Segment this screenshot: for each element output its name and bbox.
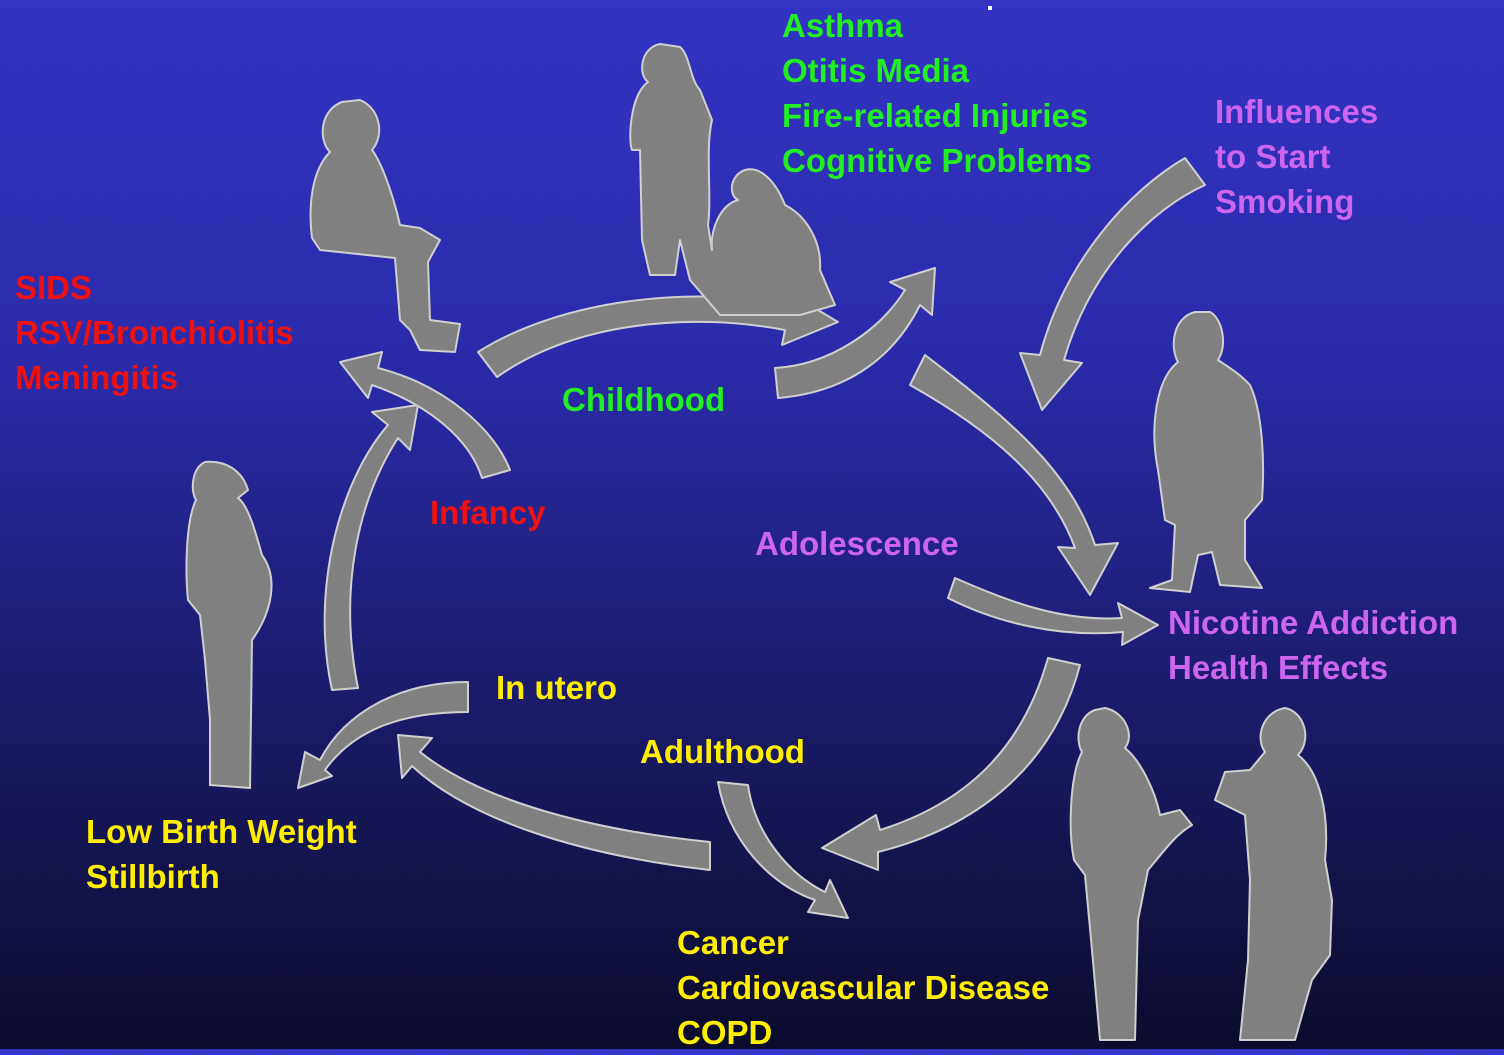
list-item: Fire-related Injuries xyxy=(782,93,1092,138)
list-item: Otitis Media xyxy=(782,48,1092,93)
list-item: Low Birth Weight xyxy=(86,809,357,854)
childhood-effects-list: Asthma Otitis Media Fire-related Injurie… xyxy=(782,3,1092,183)
stage-label-adolescence: Adolescence xyxy=(755,521,959,566)
list-item: Cognitive Problems xyxy=(782,138,1092,183)
list-item: Nicotine Addiction xyxy=(1168,600,1458,645)
adolescence-effects-list: Nicotine Addiction Health Effects xyxy=(1168,600,1458,690)
list-item: COPD xyxy=(677,1010,1049,1055)
stage-label-in-utero: In utero xyxy=(496,665,617,710)
stage-label-childhood: Childhood xyxy=(562,377,725,422)
in-utero-effects-list: Low Birth Weight Stillbirth xyxy=(86,809,357,899)
list-item: Influences xyxy=(1215,89,1378,134)
adulthood-effects-list: Cancer Cardiovascular Disease COPD xyxy=(677,920,1049,1055)
list-item: Smoking xyxy=(1215,179,1378,224)
list-item: Asthma xyxy=(782,3,1092,48)
arrow-adolescence-to-adulthood xyxy=(822,658,1080,870)
arrow-in-utero-to-infancy xyxy=(325,405,418,690)
pregnant-woman-icon xyxy=(187,462,272,788)
list-item: SIDS xyxy=(15,265,294,310)
teen-figure-icon xyxy=(1150,312,1263,592)
list-item: to Start xyxy=(1215,134,1378,179)
influences-list: Influences to Start Smoking xyxy=(1215,89,1378,224)
list-item: Health Effects xyxy=(1168,645,1458,690)
seated-child-icon xyxy=(311,100,460,352)
list-item: Stillbirth xyxy=(86,854,357,899)
arrow-adolescence-to-addiction xyxy=(948,578,1158,645)
list-item: RSV/Bronchiolitis xyxy=(15,310,294,355)
list-item: Cardiovascular Disease xyxy=(677,965,1049,1010)
stage-label-infancy: Infancy xyxy=(430,490,546,535)
stage-label-adulthood: Adulthood xyxy=(640,729,805,774)
adult-pair-smoking-icon xyxy=(1071,708,1332,1040)
infancy-effects-list: SIDS RSV/Bronchiolitis Meningitis xyxy=(15,265,294,400)
list-item: Cancer xyxy=(677,920,1049,965)
list-item: Meningitis xyxy=(15,355,294,400)
